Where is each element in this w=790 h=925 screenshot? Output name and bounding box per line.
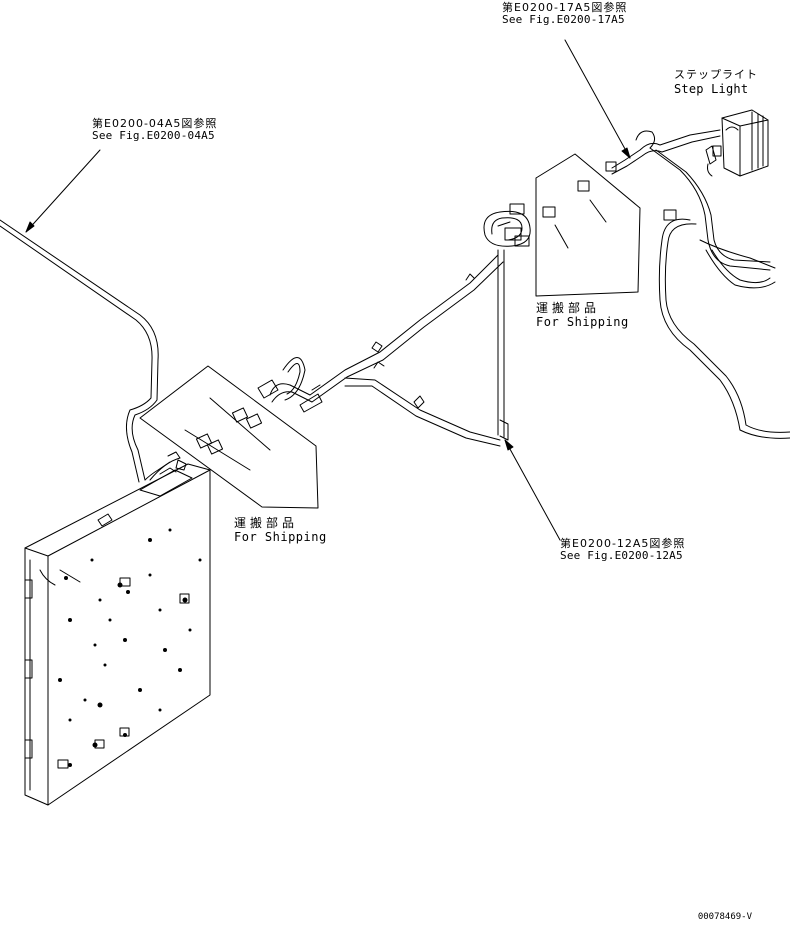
ref-12a5-jp: 第E0200-12A5図参照 (560, 537, 686, 550)
ref-04a5-en: See Fig.E0200-04A5 (92, 129, 215, 142)
ref-12a5-en: See Fig.E0200-12A5 (560, 549, 683, 562)
shipping-left-jp: 運搬部品 (234, 516, 299, 530)
shipping-bag-right (535, 153, 641, 297)
arrow-12a5 (504, 439, 514, 451)
step-light-en: Step Light (674, 82, 749, 96)
arrow-17a5 (621, 147, 631, 159)
ref-04a5-jp: 第E0200-04A5図参照 (92, 117, 218, 130)
ref-label-17a5: 第E0200-17A5図参照 See Fig.E0200-17A5 (502, 2, 627, 26)
middle-harness (257, 203, 531, 447)
ref-17a5-jp: 第E0200-17A5図参照 (502, 1, 628, 14)
step-light-unit (721, 109, 769, 177)
shipping-left-en: For Shipping (234, 530, 327, 544)
shipping-right-jp: 運搬部品 (536, 301, 601, 315)
leader-lines (25, 39, 631, 541)
shipping-bag-left (139, 365, 319, 509)
ref-label-04a5: 第E0200-04A5図参照 See Fig.E0200-04A5 (92, 118, 217, 142)
step-light-jp: ステップライト (674, 68, 758, 81)
shipping-right-en: For Shipping (536, 315, 629, 329)
shipping-label-left: 運搬部品 For Shipping (234, 516, 327, 544)
right-harness (605, 129, 790, 439)
drawing-number: 00078469-V (697, 912, 752, 922)
ref-17a5-en: See Fig.E0200-17A5 (502, 13, 625, 26)
ref-label-12a5: 第E0200-12A5図参照 See Fig.E0200-12A5 (560, 538, 685, 562)
leader-12a5 (504, 439, 561, 541)
control-box (24, 451, 211, 806)
leader-04a5 (25, 149, 101, 233)
left-harness (0, 219, 171, 483)
leader-17a5 (564, 39, 631, 159)
shipping-label-right: 運搬部品 For Shipping (536, 301, 629, 329)
arrow-04a5 (25, 221, 35, 233)
step-light-label: ステップライト Step Light (674, 68, 758, 96)
